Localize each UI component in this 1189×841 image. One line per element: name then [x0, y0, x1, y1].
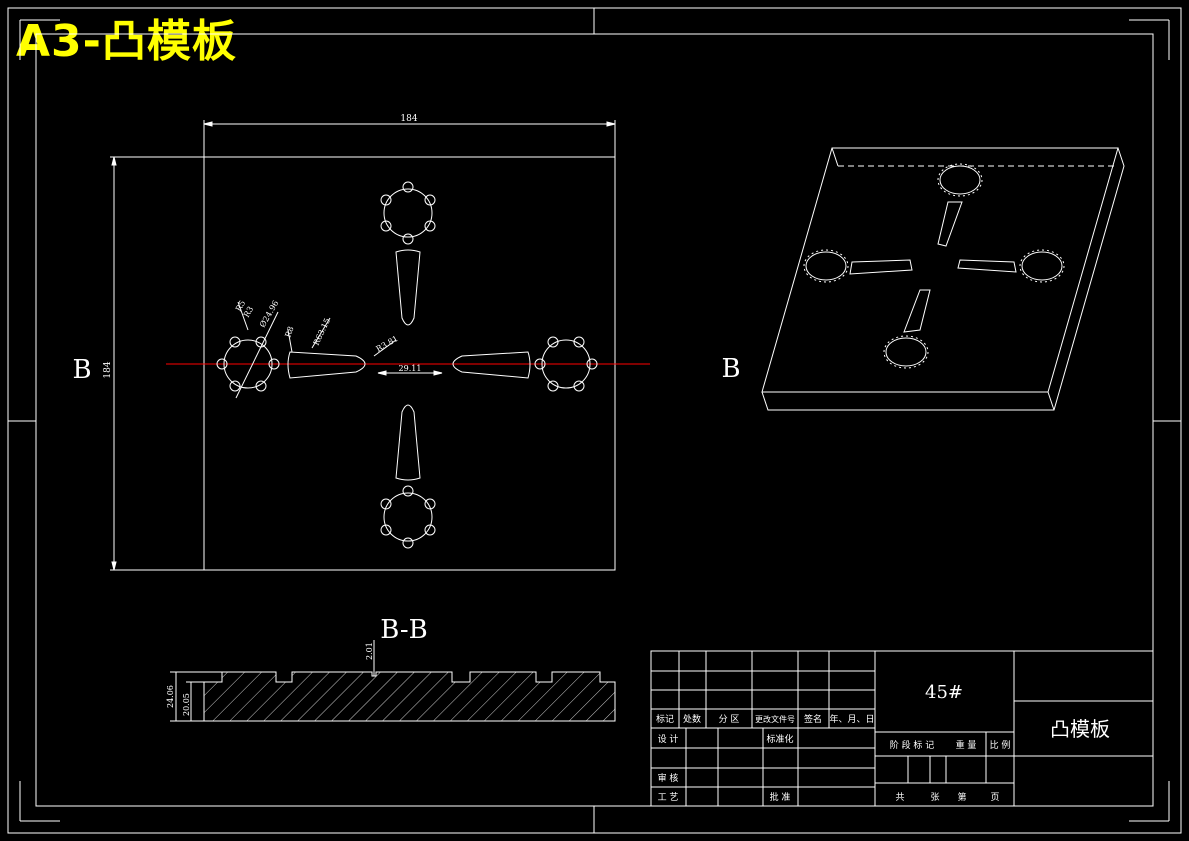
dim-width-top: 184 — [400, 114, 417, 124]
review-label: 审 核 — [658, 772, 679, 784]
slot-top — [395, 249, 421, 326]
section-text: B-B 2.01 24.06 20.05 — [166, 615, 428, 716]
rev-header-2: 分 区 — [719, 714, 740, 725]
dim-slot: 29.11 — [399, 364, 422, 373]
front-view — [110, 120, 650, 571]
section-view — [170, 640, 616, 722]
view-label-left: B — [72, 355, 91, 385]
stage-header-0: 阶 段 标 记 — [890, 739, 935, 751]
gear-right — [534, 336, 598, 392]
gear-bottom — [380, 485, 436, 549]
section-step: 20.05 — [182, 693, 191, 716]
dim-r3: R8 — [283, 325, 295, 339]
section-thickness: 24.06 — [166, 685, 175, 708]
stage-header-2: 比 例 — [990, 739, 1011, 751]
rev-header-1: 处数 — [683, 713, 701, 725]
sheet-3: 页 — [990, 792, 999, 803]
stage-header-1: 重 量 — [956, 739, 977, 751]
sheet-frame — [7, 7, 1182, 834]
dim-r4: R63.15 — [312, 317, 332, 347]
front-view-text: 184 184 R5 R3 Ø24.96 R8 R63.15 R3.81 29.… — [72, 114, 421, 385]
section-label: B-B — [380, 615, 427, 645]
rev-header-0: 标记 — [656, 713, 674, 725]
standardization-label: 标准化 — [766, 733, 793, 745]
material: 45# — [925, 682, 963, 703]
sheet-1: 张 — [930, 792, 939, 803]
rev-header-5: 年、月、日 — [829, 713, 874, 725]
title-block-text: 45# 凸模板 标记 处数 分 区 更改文件号 签名 年、月、日 设 计 标准化… — [656, 682, 1110, 803]
rev-header-3: 更改文件号 — [755, 714, 795, 724]
title-block — [650, 650, 1154, 807]
drawing-title: A3-凸模板 — [16, 16, 237, 67]
design-label: 设 计 — [658, 733, 679, 745]
part-name: 凸模板 — [1050, 717, 1110, 741]
dim-height-left: 184 — [103, 361, 113, 378]
isometric-view — [761, 147, 1125, 411]
view-label-right: B — [721, 354, 740, 384]
slot-bottom — [395, 404, 421, 481]
slot-left — [287, 351, 366, 379]
slot-right — [452, 351, 531, 379]
gear-top — [380, 181, 436, 245]
sheet-0: 共 — [895, 792, 904, 803]
rev-header-4: 签名 — [804, 713, 822, 725]
approve-label: 批 准 — [770, 791, 791, 803]
section-depth: 2.01 — [365, 642, 374, 660]
sheet-2: 第 — [957, 791, 966, 803]
process-label: 工 艺 — [658, 792, 679, 803]
dim-r5: R3.81 — [375, 334, 400, 354]
